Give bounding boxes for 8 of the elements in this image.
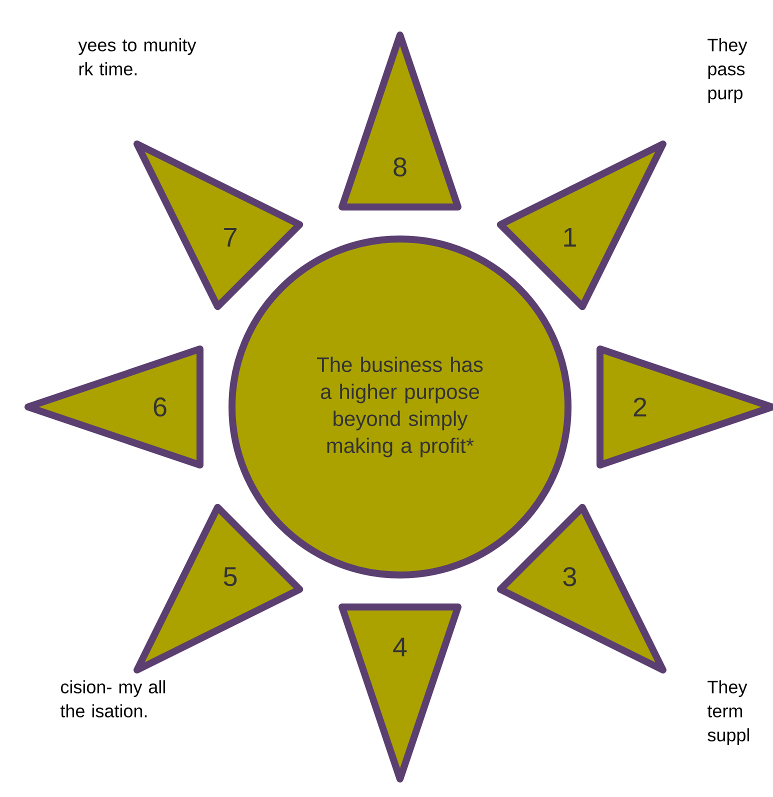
- ray-triangle: 3: [496, 504, 666, 674]
- ray-triangle: 7: [134, 140, 304, 310]
- ray-triangle: 2: [596, 346, 773, 468]
- ray-triangle: 5: [134, 504, 304, 674]
- ray-triangle: 6: [24, 346, 204, 468]
- ray-triangle: 8: [338, 31, 462, 210]
- ray-triangle: 1: [496, 140, 666, 310]
- ray-triangle: 4: [338, 604, 462, 782]
